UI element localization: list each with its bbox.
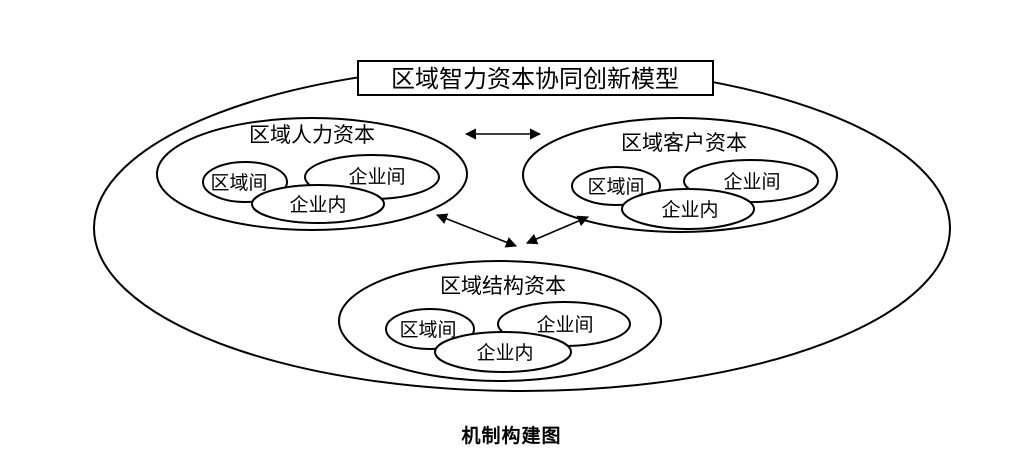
customer-capital-label: 区域客户资本 [621,131,747,155]
title-box [357,60,714,96]
structure-right-label: 企业间 [536,314,593,336]
human-capital-label: 区域人力资本 [249,123,375,147]
figure-caption: 机制构建图 [461,425,562,447]
human-capital-group: 区域人力资本 区域间 企业间 企业内 [156,117,468,231]
structure-capital-label: 区域结构资本 [440,274,566,298]
customer-structure-arrow [525,215,590,245]
customer-bottom-subellipse [621,188,755,230]
human-left-label: 区域间 [210,172,267,194]
structure-left-label: 区域间 [399,319,456,341]
customer-capital-group: 区域客户资本 区域间 企业间 企业内 [522,117,838,233]
human-structure-arrow [435,213,518,248]
human-right-label: 企业间 [348,166,405,188]
human-bottom-subellipse [251,184,385,224]
customer-right-label: 企业间 [723,171,780,193]
customer-bottom-label: 企业内 [661,199,718,221]
human-bottom-label: 企业内 [289,194,346,216]
customer-left-label: 区域间 [587,176,644,198]
structure-bottom-label: 企业内 [476,342,533,364]
structure-capital-group: 区域结构资本 区域间 企业间 企业内 [338,260,662,382]
title-label: 区域智力资本协同创新模型 [391,65,679,93]
structure-bottom-subellipse [434,331,572,373]
